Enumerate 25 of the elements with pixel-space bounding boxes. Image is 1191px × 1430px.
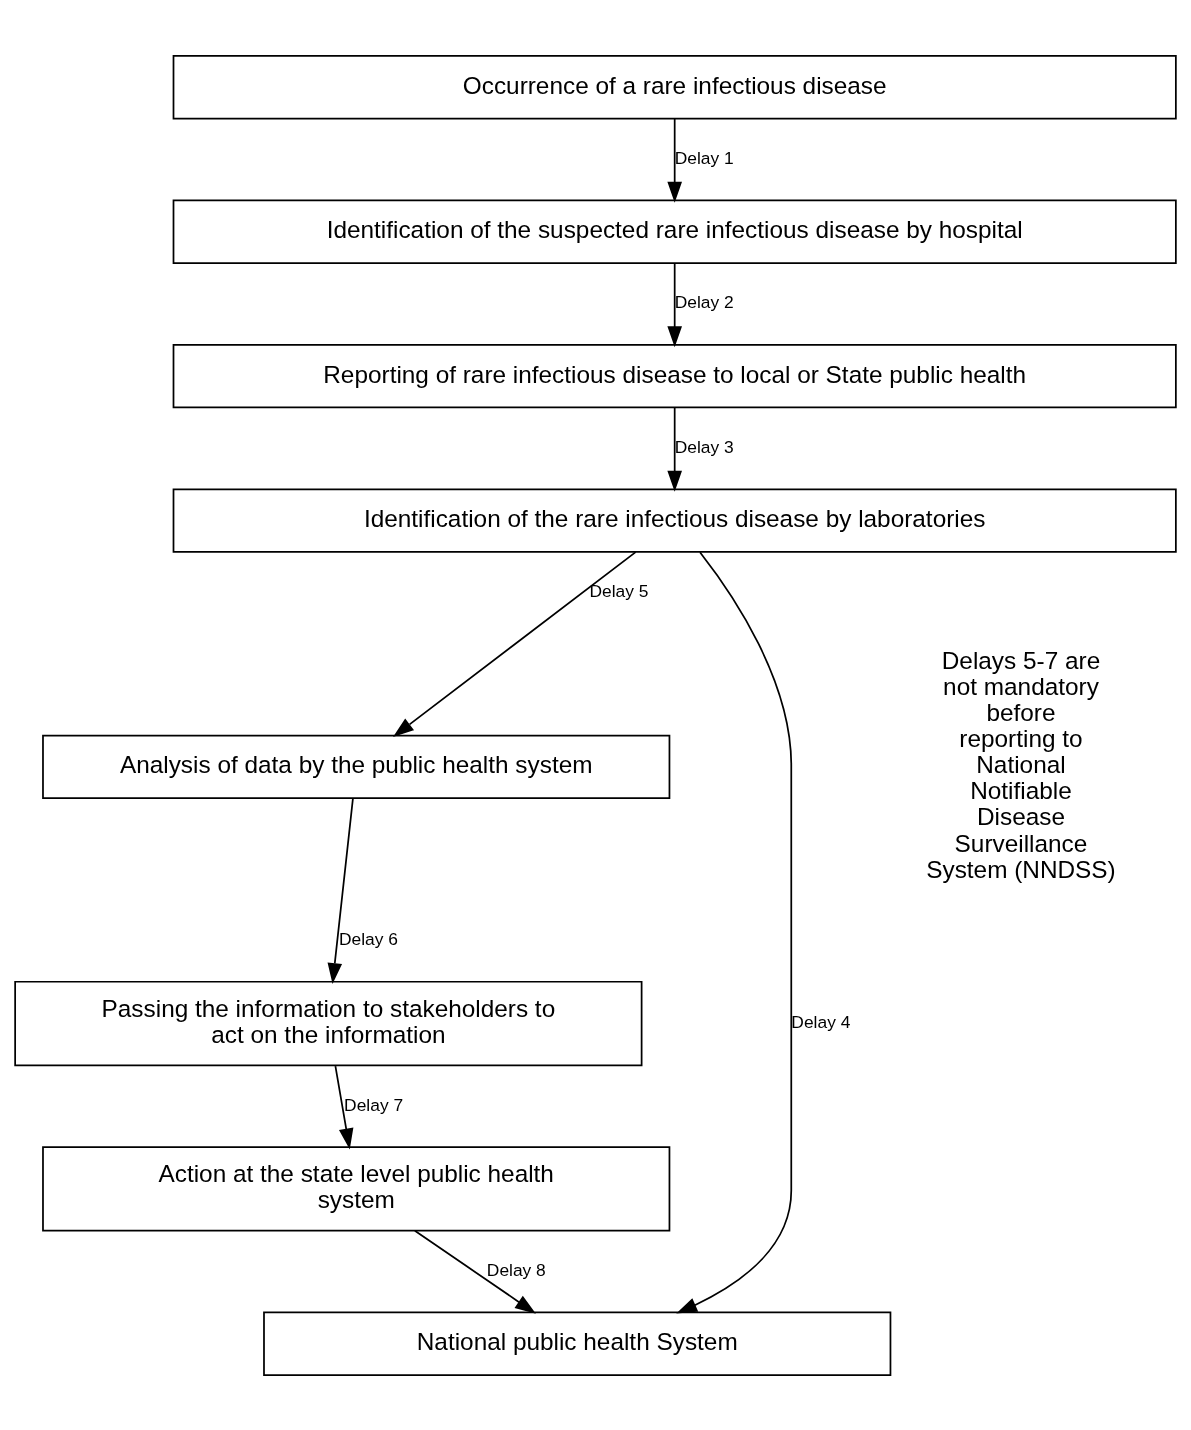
node-box: Passing the information to stakeholders to act on the information — [14, 980, 643, 1066]
node-box: Action at the state level public health system — [42, 1145, 671, 1231]
label: Delays 5-7 are not mandatory before reporting to National Notifiable Disease Surveillance System (NNDSS) — [926, 646, 1116, 883]
arrow — [414, 1229, 536, 1314]
edge-label: Delay 3 — [674, 436, 734, 457]
arrow — [676, 550, 793, 1313]
node-box: Reporting of rare infectious disease to local or State public health — [172, 343, 1177, 408]
edge-label: Delay 6 — [338, 928, 398, 949]
arrow — [667, 117, 682, 203]
arrow — [393, 550, 637, 737]
edge-label: Delay 5 — [589, 580, 649, 601]
arrow — [327, 797, 354, 984]
node-box: Identification of the suspected rare infectious disease by hospital — [172, 199, 1177, 264]
edge-label: Delay 1 — [674, 147, 734, 168]
node-box: Occurrence of a rare infectious disease — [172, 54, 1177, 119]
edge-label: Delay 2 — [674, 291, 734, 312]
node-box: Analysis of data by the public health system — [42, 734, 671, 799]
edge-label: Delay 4 — [791, 1011, 851, 1032]
edge-label: Delay 7 — [344, 1094, 404, 1115]
edge-label: Delay 8 — [486, 1259, 546, 1280]
node-box: Identification of the rare infectious disease by laboratories — [172, 487, 1177, 553]
arrow — [667, 262, 682, 347]
arrow — [667, 406, 682, 492]
node-box: National public health System — [263, 1311, 892, 1376]
arrow — [334, 1064, 354, 1149]
